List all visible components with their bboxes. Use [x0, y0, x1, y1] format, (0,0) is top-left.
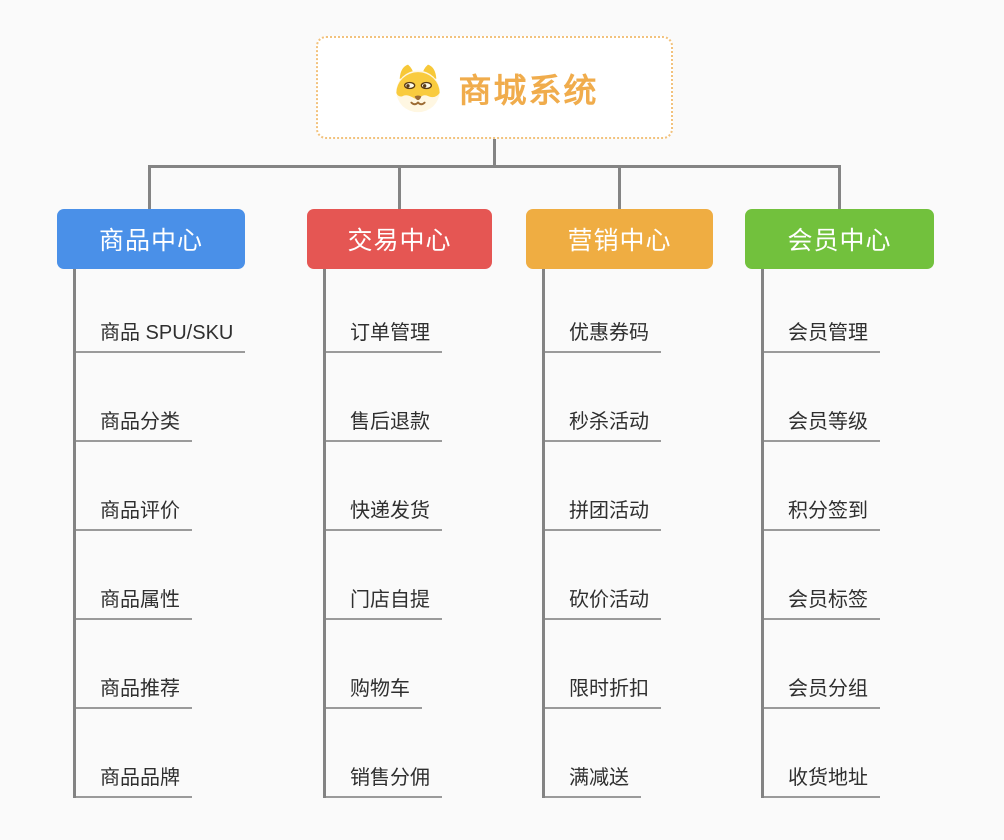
leaf-row: 会员管理 — [761, 269, 880, 353]
leaf-item[interactable]: 商品 SPU/SKU — [73, 316, 246, 353]
leaf-row: 购物车 — [323, 620, 442, 709]
leaf-item[interactable]: 商品品牌 — [73, 761, 192, 798]
leaf-row: 积分签到 — [761, 442, 880, 531]
leaf-item[interactable]: 商品推荐 — [73, 672, 192, 709]
leaf-item[interactable]: 满减送 — [542, 761, 641, 798]
drop-line — [618, 165, 621, 210]
branch-children-1: 商品 SPU/SKU 商品分类商品评价商品属性商品推荐商品品牌 — [73, 269, 246, 798]
branch-node-1[interactable]: 商品中心 — [57, 209, 245, 269]
trunk-line — [73, 269, 76, 798]
leaf-row: 会员标签 — [761, 531, 880, 620]
drop-line — [148, 165, 151, 210]
branch-node-4[interactable]: 会员中心 — [745, 209, 934, 269]
branch-children-2: 订单管理售后退款快递发货门店自提购物车销售分佣 — [323, 269, 442, 798]
branch-node-3[interactable]: 营销中心 — [526, 209, 713, 269]
drop-line — [838, 165, 841, 210]
leaf-row: 售后退款 — [323, 353, 442, 442]
leaf-item[interactable]: 售后退款 — [323, 405, 442, 442]
leaf-row: 商品分类 — [73, 353, 245, 442]
leaf-item[interactable]: 购物车 — [323, 672, 422, 709]
leaf-row: 拼团活动 — [542, 442, 661, 531]
trunk-line — [542, 269, 545, 798]
branch-children-4: 会员管理会员等级积分签到会员标签会员分组收货地址 — [761, 269, 880, 798]
leaf-row: 商品 SPU/SKU — [73, 269, 246, 353]
leaf-item[interactable]: 快递发货 — [323, 494, 442, 531]
root-stem-line — [493, 139, 496, 166]
trunk-line — [323, 269, 326, 798]
leaf-row: 收货地址 — [761, 709, 880, 798]
leaf-row: 秒杀活动 — [542, 353, 661, 442]
leaf-row: 商品属性 — [73, 531, 245, 620]
leaf-item[interactable]: 商品属性 — [73, 583, 192, 620]
leaf-row: 满减送 — [542, 709, 661, 798]
leaf-item[interactable]: 会员标签 — [761, 583, 880, 620]
leaf-item[interactable]: 会员等级 — [761, 405, 880, 442]
leaf-item[interactable]: 订单管理 — [323, 316, 442, 353]
leaf-row: 商品评价 — [73, 442, 245, 531]
leaf-item[interactable]: 会员管理 — [761, 316, 880, 353]
leaf-item[interactable]: 积分签到 — [761, 494, 880, 531]
leaf-item[interactable]: 优惠券码 — [542, 316, 661, 353]
drop-line — [398, 165, 401, 210]
leaf-row: 销售分佣 — [323, 709, 442, 798]
branch-node-2[interactable]: 交易中心 — [307, 209, 492, 269]
leaf-row: 订单管理 — [323, 269, 442, 353]
root-title: 商城系统 — [458, 71, 599, 109]
leaf-item[interactable]: 拼团活动 — [542, 494, 661, 531]
trunk-line — [761, 269, 764, 798]
leaf-item[interactable]: 会员分组 — [761, 672, 880, 709]
root-node[interactable]: 商城系统 — [316, 36, 673, 139]
leaf-row: 商品品牌 — [73, 709, 245, 798]
leaf-row: 商品推荐 — [73, 620, 245, 709]
leaf-row: 砍价活动 — [542, 531, 661, 620]
dog-face-icon — [395, 64, 440, 112]
leaf-row: 门店自提 — [323, 531, 442, 620]
leaf-item[interactable]: 商品评价 — [73, 494, 192, 531]
leaf-item[interactable]: 商品分类 — [73, 405, 192, 442]
leaf-item[interactable]: 限时折扣 — [542, 672, 661, 709]
branch-children-3: 优惠券码秒杀活动拼团活动砍价活动限时折扣满减送 — [542, 269, 661, 798]
leaf-item[interactable]: 门店自提 — [323, 583, 442, 620]
leaf-item[interactable]: 秒杀活动 — [542, 405, 661, 442]
leaf-row: 会员分组 — [761, 620, 880, 709]
leaf-item[interactable]: 砍价活动 — [542, 583, 661, 620]
leaf-row: 快递发货 — [323, 442, 442, 531]
leaf-row: 优惠券码 — [542, 269, 661, 353]
bus-line — [148, 165, 840, 168]
leaf-item[interactable]: 收货地址 — [761, 761, 880, 798]
leaf-row: 会员等级 — [761, 353, 880, 442]
leaf-row: 限时折扣 — [542, 620, 661, 709]
leaf-item[interactable]: 销售分佣 — [323, 761, 442, 798]
